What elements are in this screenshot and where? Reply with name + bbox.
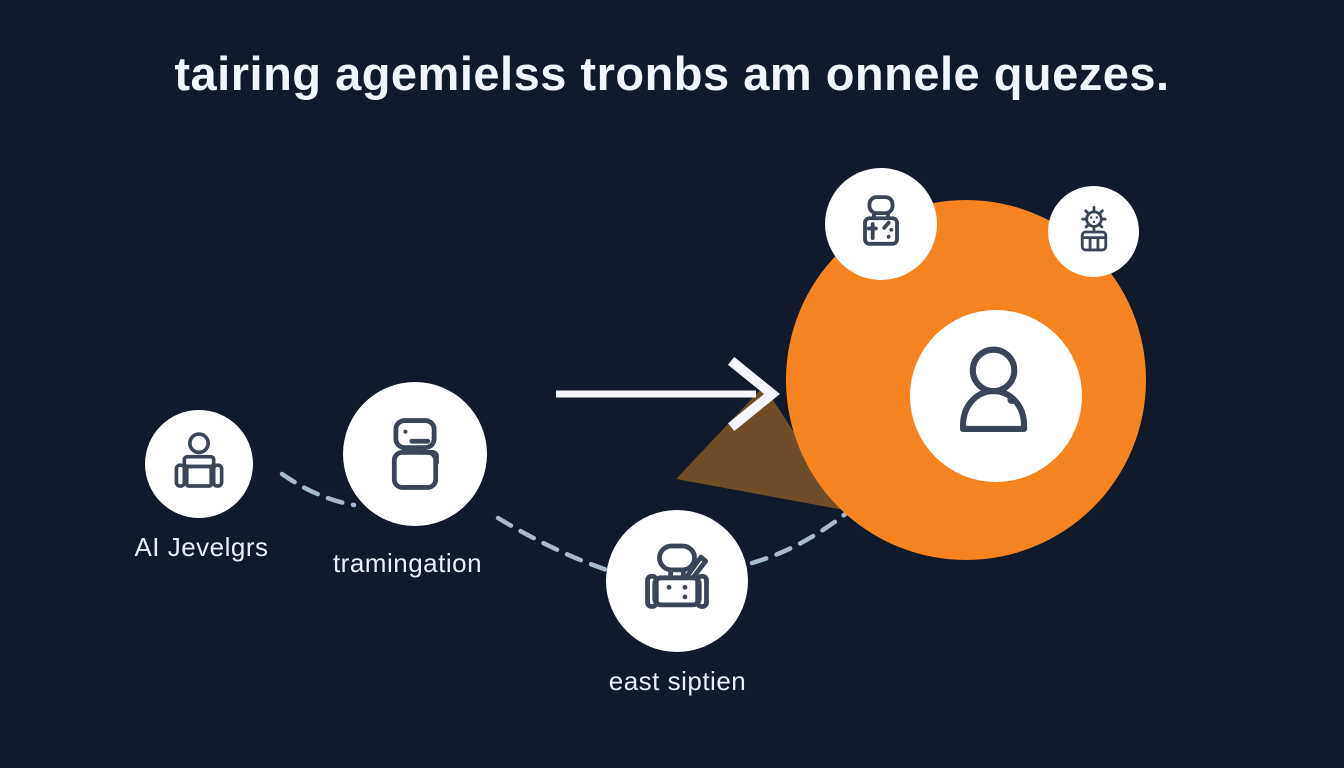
dashed-connector-assistant-hub (749, 509, 851, 566)
dashed-connector-developer-transformation (279, 471, 357, 508)
hub-person-node (910, 310, 1082, 482)
developer-label: AI Jevelgrs (134, 532, 269, 562)
assistant-node (606, 510, 748, 652)
transformation-node (343, 382, 487, 526)
diagram-title: tairing agemielss tronbs am onnele queze… (174, 47, 1170, 100)
person-icon (960, 346, 1028, 432)
assistant-label: east siptien (608, 666, 747, 696)
virus-grid-icon (1080, 205, 1107, 251)
person-desk-icon (174, 432, 224, 488)
transformation-label: tramingation (332, 548, 483, 578)
developer-node (145, 410, 253, 518)
satellite-robot-node (825, 168, 937, 280)
machine-stack-icon (391, 418, 439, 490)
dashed-connector-transformation-assistant (495, 515, 613, 574)
arrow-head (727, 356, 780, 432)
robot-pencil-icon (645, 543, 709, 609)
satellite-virus-node (1048, 186, 1139, 277)
robot-stamp-icon (863, 195, 899, 246)
